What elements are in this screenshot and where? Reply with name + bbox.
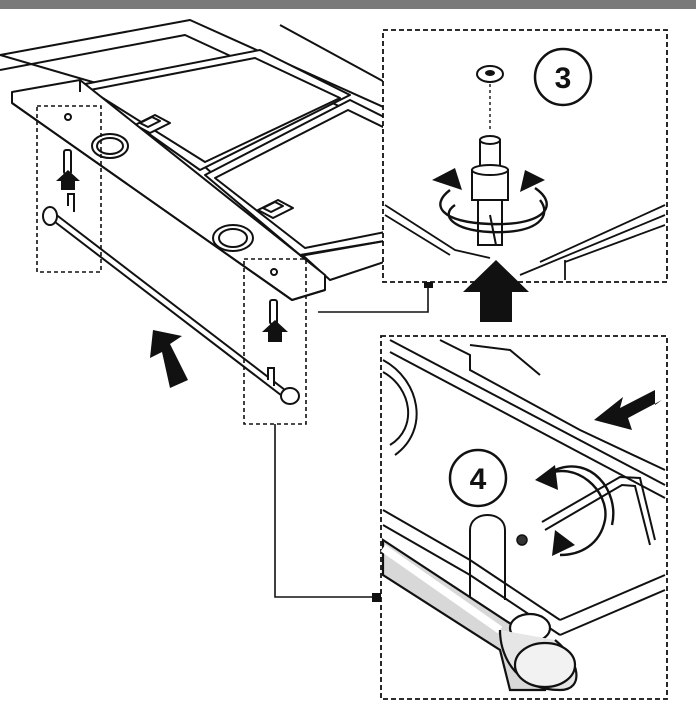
step-badge-3 [533,47,593,107]
rotation-arrowhead [432,168,462,190]
rotation-arrow-icon [544,465,615,557]
rotation-arrowhead [535,465,558,490]
up-arrow-icon [56,170,80,190]
rotation-arrowhead [520,170,545,192]
step-number-4: 4 [470,463,487,496]
push-arrow-icon [463,260,529,322]
detail-panel-4: 4 [380,335,668,700]
detail-panel-3: 3 [382,29,668,283]
handle-pipe [380,537,578,692]
step-badge-4 [448,448,508,508]
detail-box-right [243,258,307,425]
hood-unit [0,19,391,301]
header-bar [0,0,696,9]
screw-part [516,534,528,546]
handle-rod [42,193,300,405]
hex-key-icon [541,475,656,541]
rotation-arrowhead [552,530,575,556]
push-arrow-icon [594,390,662,430]
up-arrow-icon [262,320,288,342]
callout-connectors [274,285,429,598]
rotation-arrow-icon [439,187,548,234]
detail-box-left [36,105,102,273]
callout-anchor [372,593,381,602]
step-number-3: 3 [555,62,572,95]
filter-panel [79,49,351,171]
callout-anchor [424,279,433,288]
light-fixture [382,359,418,456]
pin-part [471,135,509,246]
mounting-slot [469,514,506,600]
up-arrow-icon [150,330,188,388]
